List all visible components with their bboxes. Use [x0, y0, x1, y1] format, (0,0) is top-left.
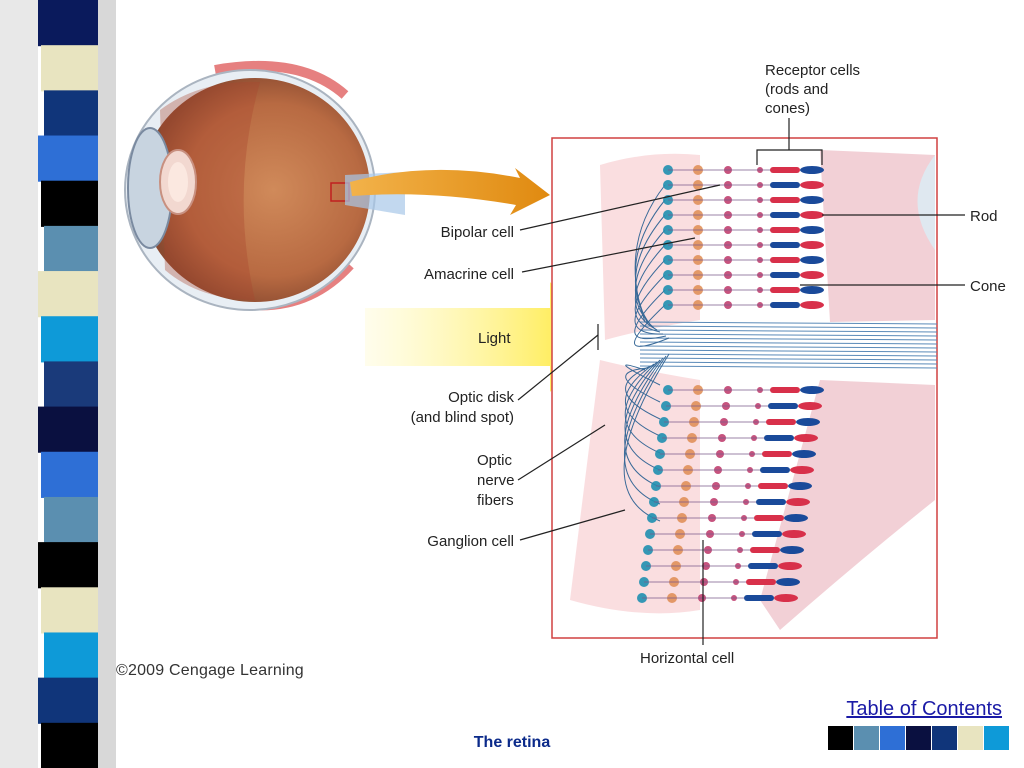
- eyeball-illustration: [124, 60, 405, 311]
- strip-band: [41, 587, 98, 634]
- color-swatch-bar: [828, 726, 1010, 750]
- strip-band: [41, 722, 98, 768]
- strip-band: [38, 542, 98, 589]
- strip-band: [44, 496, 98, 544]
- color-swatch: [828, 726, 854, 750]
- label-amacrine-cell: Amacrine cell: [424, 266, 514, 283]
- strip-band: [44, 90, 98, 137]
- leader-lines: [517, 118, 965, 645]
- strip-band: [38, 677, 98, 724]
- label-receptor-cells-line2: (rods and: [765, 81, 828, 98]
- strip-band: [41, 451, 98, 498]
- retina-cells-bottom: [637, 385, 824, 603]
- label-optic-nerve-line2: nerve: [477, 472, 515, 489]
- label-receptor-cells-line3: cones): [765, 100, 810, 117]
- label-optic-disk-line1: Optic disk: [448, 389, 514, 406]
- label-light: Light: [478, 330, 511, 347]
- retina-tissue: [570, 150, 938, 630]
- label-optic-nerve-line1: Optic: [477, 452, 513, 469]
- strip-bands: [38, 0, 98, 768]
- magnify-arrow: [350, 168, 550, 215]
- label-rod: Rod: [970, 208, 998, 225]
- color-swatch: [880, 726, 906, 750]
- color-swatch: [906, 726, 932, 750]
- light-arrow: [365, 282, 598, 392]
- strip-band: [41, 180, 98, 227]
- color-swatch: [958, 726, 984, 750]
- slide-title: The retina: [473, 734, 551, 751]
- strip-band: [41, 316, 98, 363]
- strip-band: [38, 271, 98, 318]
- table-of-contents-link[interactable]: Table of Contents: [846, 698, 1002, 720]
- label-cone: Cone: [970, 278, 1006, 295]
- strip-band: [38, 0, 98, 47]
- label-bipolar-cell: Bipolar cell: [441, 224, 514, 241]
- copyright-notice: ©2009 Cengage Learning: [116, 662, 304, 679]
- strip-band: [38, 406, 98, 453]
- color-swatch: [854, 726, 880, 750]
- decorative-side-strip: [0, 0, 116, 768]
- strip-band: [44, 361, 98, 408]
- strip-band: [41, 45, 98, 92]
- retina-cells-top: [663, 165, 824, 310]
- label-ganglion-cell: Ganglion cell: [427, 533, 514, 550]
- color-swatch: [932, 726, 958, 750]
- label-optic-disk-line2: (and blind spot): [411, 409, 514, 426]
- strip-band: [44, 632, 98, 679]
- strip-band: [44, 225, 98, 273]
- label-optic-nerve-line3: fibers: [477, 492, 514, 509]
- label-horizontal-cell: Horizontal cell: [640, 650, 734, 667]
- color-swatch: [984, 726, 1010, 750]
- label-receptor-cells-line1: Receptor cells: [765, 62, 860, 79]
- strip-band: [38, 135, 98, 182]
